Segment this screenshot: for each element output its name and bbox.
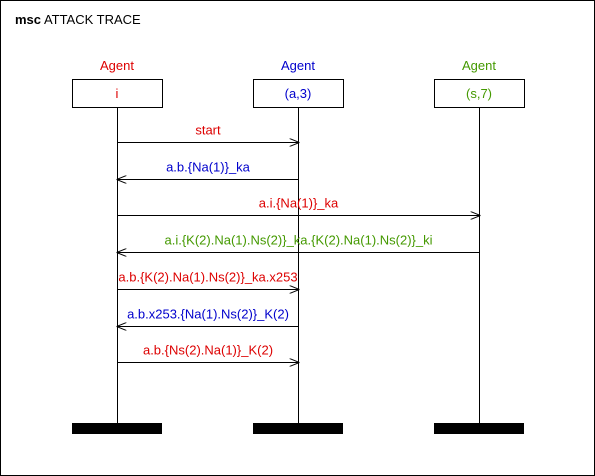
message-label: a.b.{Na(1)}_ka [166, 160, 251, 175]
message-label: a.b.x253.{Na(1).Ns(2)}_K(2) [127, 307, 289, 322]
lifeline-end-bar [434, 423, 524, 434]
diagram-title: msc ATTACK TRACE [15, 12, 141, 27]
message-label: start [195, 123, 221, 138]
message-label: a.i.{K(2).Na(1).Ns(2)}_ka.{K(2).Na(1).Ns… [164, 233, 432, 248]
message-label: a.i.{Na(1)}_ka [259, 196, 339, 211]
title-text: ATTACK TRACE [43, 12, 141, 27]
message-label: a.b.{Ns(2).Na(1)}_K(2) [143, 343, 273, 358]
agent-name-label: (a,3) [285, 86, 312, 101]
lifeline-end-bar [72, 423, 162, 434]
agent-role-label: Agent [281, 58, 315, 73]
agent-name-label: (s,7) [466, 86, 492, 101]
lifeline-end-bar [253, 423, 343, 434]
agent-role-label: Agent [100, 58, 134, 73]
title-keyword: msc [15, 12, 42, 27]
message-label: a.b.{K(2).Na(1).Ns(2)}_ka.x253 [118, 270, 297, 285]
agent-role-label: Agent [462, 58, 496, 73]
agent-name-label: i [116, 86, 119, 101]
agent-box [72, 79, 163, 108]
